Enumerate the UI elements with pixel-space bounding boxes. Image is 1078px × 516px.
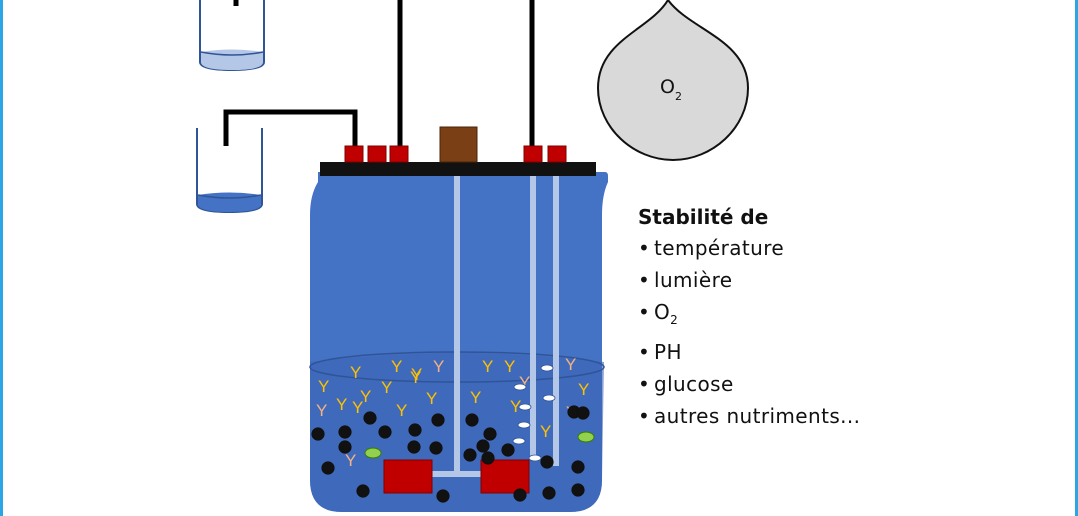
oxygen-drop xyxy=(596,0,750,162)
svg-text:Y: Y xyxy=(470,388,481,407)
svg-text:Y: Y xyxy=(510,397,521,416)
svg-text:Y: Y xyxy=(318,377,329,396)
svg-text:Y: Y xyxy=(352,398,363,417)
svg-text:Y: Y xyxy=(433,357,444,376)
probes xyxy=(530,176,559,466)
panel-title: Stabilité de xyxy=(638,205,769,229)
reactor-ports xyxy=(344,145,567,163)
oxygen-drop-label: O2 xyxy=(660,76,682,103)
svg-text:Y: Y xyxy=(565,355,576,374)
motor-cap xyxy=(439,126,478,163)
svg-text:Y: Y xyxy=(345,451,356,470)
list-item: •lumière xyxy=(638,268,733,292)
svg-text:Y: Y xyxy=(396,401,407,420)
list-item: •autres nutriments... xyxy=(638,404,861,428)
svg-text:Y: Y xyxy=(410,368,421,387)
feed-tubes xyxy=(223,0,535,148)
svg-text:Y: Y xyxy=(519,373,530,392)
stability-list: •température •lumière •O2 •PH •glucose •… xyxy=(638,232,938,432)
svg-text:Y: Y xyxy=(482,357,493,376)
list-item: •température xyxy=(638,236,785,260)
upper-beaker xyxy=(199,0,265,72)
svg-text:Y: Y xyxy=(316,401,327,420)
stirrer xyxy=(383,176,530,494)
svg-text:Y: Y xyxy=(391,357,402,376)
svg-text:Y: Y xyxy=(426,389,437,408)
svg-text:Y: Y xyxy=(411,365,422,384)
svg-text:Y: Y xyxy=(360,387,371,406)
svg-text:Y: Y xyxy=(504,357,515,376)
svg-text:Y: Y xyxy=(350,363,361,382)
svg-text:Y: Y xyxy=(336,395,347,414)
svg-text:Y: Y xyxy=(540,422,551,441)
lower-beaker xyxy=(196,128,263,214)
list-item: •glucose xyxy=(638,372,734,396)
svg-text:Y: Y xyxy=(381,378,392,397)
cells xyxy=(311,405,590,503)
list-item: •O2 xyxy=(638,300,679,327)
air-bubbles xyxy=(512,364,556,462)
list-item: •PH xyxy=(638,340,682,364)
contaminants xyxy=(364,431,595,459)
svg-text:Y: Y xyxy=(578,380,589,399)
stability-panel: Stabilité de •température •lumière •O2 •… xyxy=(638,202,938,432)
